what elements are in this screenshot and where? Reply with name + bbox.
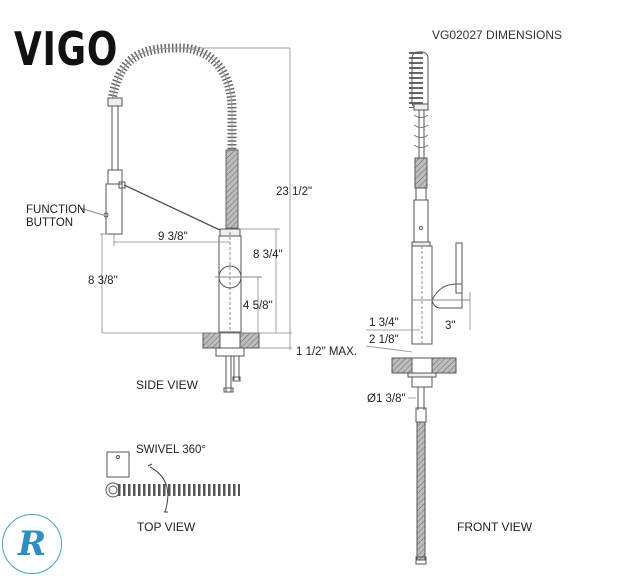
swivel-label: SWIVEL 360° <box>136 444 207 456</box>
dim-handle-length: 3" <box>445 320 456 332</box>
function-button-label: FUNCTION BUTTON <box>26 204 86 229</box>
top-view-label: TOP VIEW <box>137 520 196 534</box>
dim-base-2: 2 1/8" <box>369 334 399 346</box>
diagram-title: VG02027 DIMENSIONS <box>432 28 563 42</box>
dim-handle-height: 4 5/8" <box>243 300 273 312</box>
front-view-drawing <box>391 51 470 565</box>
dim-base-1: 1 3/4" <box>369 317 399 329</box>
top-view-drawing <box>105 451 240 513</box>
front-view-label: FRONT VIEW <box>457 520 533 534</box>
dim-deck-thickness: 1 1/2" MAX. <box>296 346 357 358</box>
side-view-label: SIDE VIEW <box>136 378 199 392</box>
dim-body-height: 8 3/4" <box>253 249 283 261</box>
watermark-letter: R <box>17 524 47 564</box>
watermark-badge: R <box>2 514 62 574</box>
dim-overall-height: 23 1/2" <box>276 186 313 198</box>
dim-hole-diameter: Ø1 3/8" <box>367 393 406 405</box>
dim-spout-reach: 9 3/8" <box>158 231 188 243</box>
side-view-dimension-lines <box>100 47 292 350</box>
dim-spray-head-height: 8 3/8" <box>88 275 118 287</box>
front-view-dimension-lines <box>365 292 471 399</box>
vigo-logo: VIGO <box>14 22 119 76</box>
side-view-drawing <box>79 43 262 393</box>
